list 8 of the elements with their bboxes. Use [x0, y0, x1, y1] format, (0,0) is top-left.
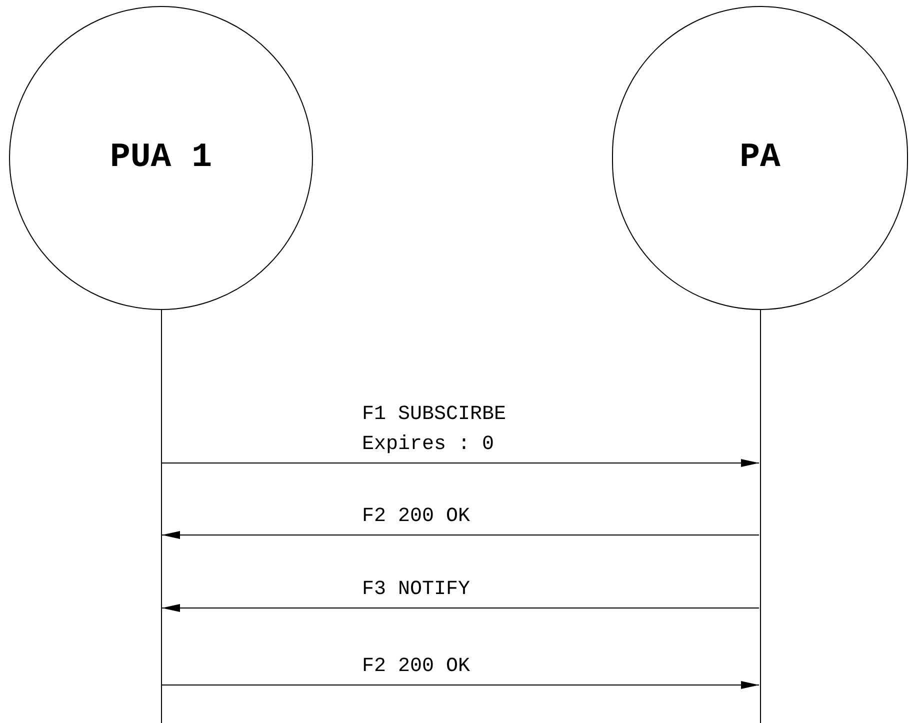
participant-name: PUA 1: [110, 141, 212, 175]
lifeline: [161, 310, 162, 723]
message-arrow: [162, 681, 760, 689]
participant-name: PA: [740, 141, 780, 175]
lifeline: [760, 310, 761, 723]
message-arrow: [162, 459, 760, 467]
message-arrow: [162, 531, 760, 539]
message-arrow: [162, 604, 760, 612]
